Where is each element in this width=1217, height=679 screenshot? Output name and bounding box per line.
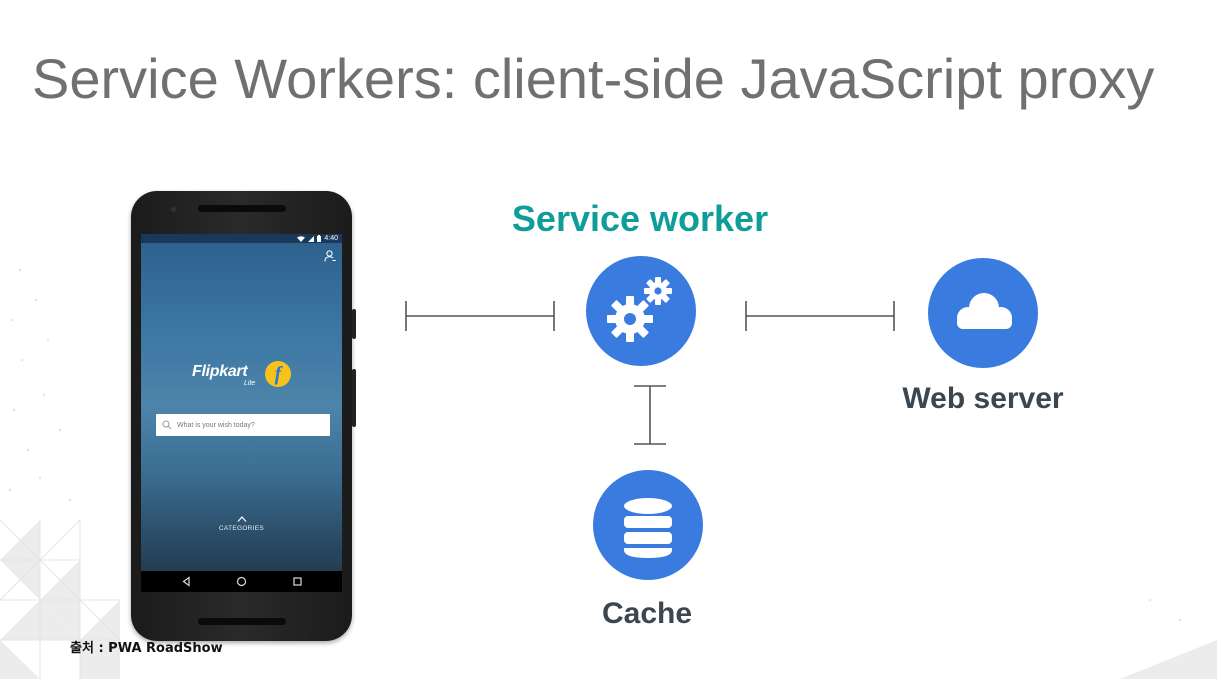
categories-label: CATEGORIES <box>218 525 265 532</box>
status-time: 4:40 <box>324 235 338 242</box>
phone-top-speaker <box>198 205 286 212</box>
cloud-icon <box>957 293 1012 329</box>
signal-icon <box>308 235 315 242</box>
chevron-up-icon <box>237 516 246 522</box>
service-worker-label: Service worker <box>511 198 769 239</box>
back-icon[interactable] <box>180 575 193 588</box>
home-icon[interactable] <box>235 575 248 588</box>
search-input[interactable]: What is your wish today? <box>156 414 330 436</box>
recents-icon[interactable] <box>291 575 304 588</box>
web-server-node <box>928 258 1038 368</box>
account-icon[interactable] <box>324 250 336 262</box>
phone-power-button <box>352 309 356 339</box>
logo-letter: f <box>274 363 282 385</box>
battery-icon <box>317 235 322 242</box>
phone-camera <box>171 207 176 212</box>
android-nav-bar <box>141 571 342 592</box>
cache-label: Cache <box>601 597 693 630</box>
search-placeholder: What is your wish today? <box>177 421 255 429</box>
flipkart-logo-icon: f <box>265 361 291 387</box>
service-worker-node <box>586 256 696 366</box>
status-icons: 4:40 <box>297 234 338 243</box>
connector-service-worker-to-web-server <box>745 301 895 331</box>
connector-service-worker-to-cache <box>634 385 666 445</box>
app-name: Flipkart <box>192 363 248 380</box>
web-server-label: Web server <box>902 382 1064 415</box>
database-icon <box>624 498 672 558</box>
cache-node <box>593 470 703 580</box>
phone-screen: 4:40 Flipkart Lite f CATEGORIES <box>141 234 342 592</box>
status-bar: 4:40 <box>141 234 342 243</box>
app-subtitle: Lite <box>244 380 256 387</box>
categories-toggle[interactable]: CATEGORIES <box>141 516 342 532</box>
connector-phone-to-service-worker <box>405 301 555 331</box>
phone-bottom-speaker <box>198 618 286 625</box>
phone-volume-button <box>352 369 356 427</box>
source-credit: 출처 : PWA RoadShow <box>70 641 223 656</box>
wifi-icon <box>297 235 306 242</box>
gears-icon <box>607 277 672 342</box>
slide-title: Service Workers: client-side JavaScript … <box>32 47 1155 110</box>
search-icon <box>162 420 172 430</box>
flipkart-brand: Flipkart Lite f <box>189 358 299 398</box>
